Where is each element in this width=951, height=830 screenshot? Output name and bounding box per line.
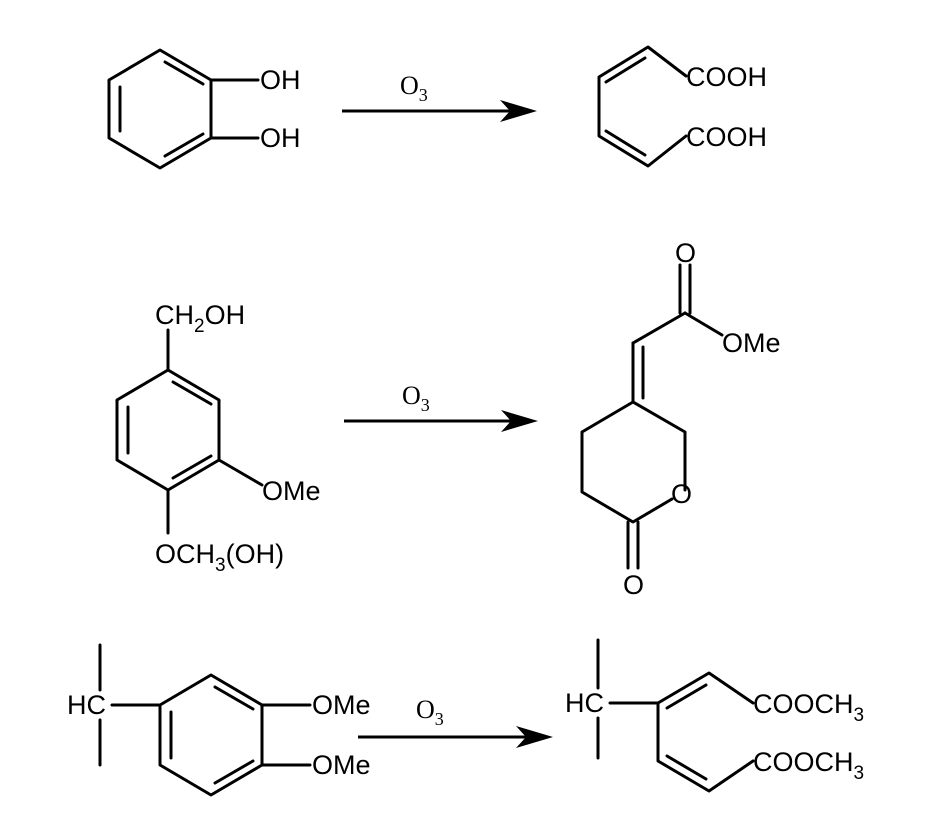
inner-double-bond — [213, 759, 255, 785]
bond-to-ester — [631, 311, 687, 345]
ome-label: OMe — [262, 476, 321, 506]
double-bond — [604, 129, 647, 157]
carbonyl-o-label-bottom: O — [623, 570, 644, 600]
catechol-structure: OH OH — [107, 48, 301, 170]
inner-double-bond — [213, 685, 255, 711]
ester-label-top: COOCH3 — [753, 689, 864, 726]
benzene-ring — [107, 48, 213, 170]
carbonyl-o-label-top: O — [675, 238, 696, 268]
inner-double-bond — [163, 132, 205, 158]
oh-label-bottom: OH — [260, 123, 301, 153]
bond-to-ome — [683, 311, 724, 337]
inner-double-bond — [171, 454, 213, 480]
lactone-structure: O OMe O O — [580, 238, 781, 600]
double-bond — [604, 56, 647, 84]
muconic-acid-structure: COOH COOH — [597, 45, 767, 168]
ome-label: OMe — [722, 328, 781, 358]
reaction-arrow-1: O3 — [342, 71, 537, 122]
diester-structure: HC COOCH3 COOCH3 — [565, 638, 864, 793]
lignin-model-structure: CH2OH OMe OCH3(OH) — [115, 300, 321, 576]
reagent-label: O3 — [416, 695, 444, 729]
cooh-label-bottom: COOH — [686, 122, 767, 152]
reaction-1: OH OH O3 COOH COOH — [107, 45, 767, 170]
ester-label-bottom: COOCH3 — [753, 747, 864, 784]
reagent-label: O3 — [402, 381, 430, 415]
benzene-ring — [158, 673, 264, 797]
reagent-label: O3 — [400, 71, 428, 105]
oh-label-top: OH — [260, 65, 301, 95]
carbon-chain — [656, 671, 755, 793]
ring-o-label: O — [671, 479, 692, 509]
reaction-3: HC OMe OMe O3 HC COOCH3 COO — [67, 638, 864, 797]
ome-label-top: OMe — [312, 690, 371, 720]
lactone-ring — [580, 400, 687, 524]
inner-double-bond — [171, 380, 213, 406]
carbon-chain — [597, 45, 688, 168]
double-bond — [665, 683, 708, 710]
reaction-arrow-3: O3 — [358, 695, 553, 748]
reaction-2: CH2OH OMe OCH3(OH) O3 O OMe — [115, 238, 781, 600]
och3-oh-label: OCH3(OH) — [155, 539, 284, 576]
hc-label: HC — [67, 690, 106, 720]
cooh-label-top: COOH — [686, 62, 767, 92]
inner-double-bond — [163, 60, 205, 86]
reaction-arrow-2: O3 — [344, 381, 538, 432]
hc-label: HC — [565, 688, 604, 718]
ch2oh-label: CH2OH — [155, 300, 245, 337]
bond-to-ome — [217, 458, 264, 487]
ome-label-bottom: OMe — [312, 750, 371, 780]
benzene-ring — [115, 368, 221, 492]
dimethoxyphenyl-structure: HC OMe OMe — [67, 643, 371, 797]
double-bond — [665, 754, 708, 781]
